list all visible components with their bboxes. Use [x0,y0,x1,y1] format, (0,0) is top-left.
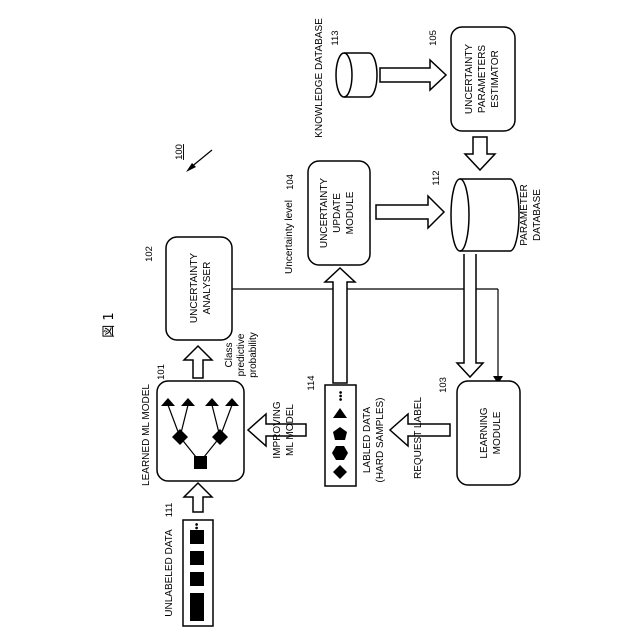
unlabeled-ellipsis: ••• [192,522,203,533]
unlabeled-sample-icon [190,551,204,565]
arrow-unlabeled-to-model [184,483,212,512]
figure-label: 図 1 [102,312,117,337]
system-ref-label: 100 [174,144,185,160]
unlabeled-sample-icon [190,593,204,607]
estimator-ref: 105 [428,30,439,46]
improving-line1: IMPROVING [272,401,283,458]
learning-line2: MODULE [492,411,503,454]
paramdb-line2: DATABASE [532,189,543,241]
update-line2: UPDATE [332,193,343,233]
learned-ml-model-ref: 101 [156,364,167,380]
learning-line1: LEARNING [479,407,490,458]
knowledgedb-ref: 113 [330,30,341,45]
estimator-line3: ESTIMATOR [490,50,501,107]
request-label-text: REQUEST LABEL [413,397,424,480]
labeled-data-line2: (HARD SAMPLES) [375,397,386,482]
arrow-estimator-to-paramdb [465,137,495,170]
arrow-knowledgedb-to-estimator [380,60,446,90]
analyser-ref: 102 [144,246,155,262]
paramdb-line1: PARAMETER [519,184,530,246]
analyser-line2: ANALYSER [202,262,213,315]
arrow-update-to-paramdb [376,196,444,228]
uncertainty-level-label: Uncertainty level [284,200,295,274]
class-prob-line3: probability [248,332,259,378]
learned-ml-model-label: LEARNED ML MODEL [141,384,152,486]
estimator-line1: UNCERTAINTY [464,44,475,115]
labeled-data-ref: 114 [306,375,317,390]
unlabeled-sample-icon [190,607,204,621]
knowledge-database-cylinder [336,53,377,97]
paramdb-ref: 112 [431,170,442,185]
unlabeled-data-label: UNLABELED DATA [164,529,175,617]
update-ref: 104 [285,174,296,190]
analyser-line1: UNCERTAINTY [189,253,200,324]
unlabeled-data-block: ••• [183,520,213,626]
improving-line2: ML MODEL [285,404,296,456]
update-line3: MODULE [345,191,356,234]
arrow-labeled-to-update [325,268,355,383]
unlabeled-data-ref: 111 [164,503,175,517]
labeled-data-line1: LABLED DATA [362,407,373,474]
parameter-database-cylinder [451,179,519,251]
class-prob-line1: Class [224,342,235,367]
tree-root-square-icon [194,456,207,469]
unlabeled-sample-icon [190,572,204,586]
learning-ref: 103 [438,377,449,393]
arrow-paramdb-to-learning [457,254,483,377]
estimator-line2: PARAMETERS [477,45,488,113]
update-line1: UNCERTAINTY [319,178,330,249]
knowledgedb-label: KNOWLEDGE DATABASE [314,18,325,138]
class-prob-line2: predictive [236,333,247,376]
labeled-ellipsis: ••• [336,390,347,401]
arrow-model-to-analyser [184,346,212,378]
